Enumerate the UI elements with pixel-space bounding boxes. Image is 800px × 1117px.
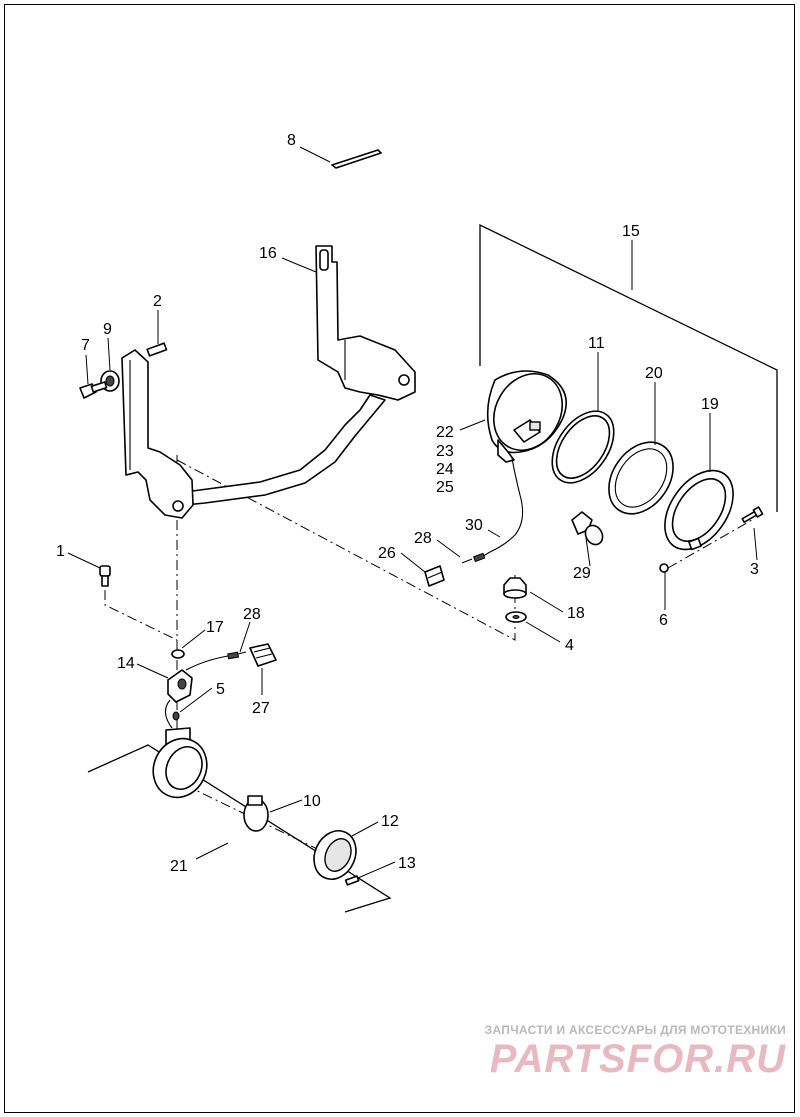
- part-29-bulb: [571, 511, 604, 546]
- callout-26: 26: [378, 545, 396, 562]
- callout-20: 20: [645, 365, 663, 382]
- callout-25: 25: [436, 479, 454, 496]
- group-bracket-21: [87, 744, 392, 913]
- watermark-logo: PARTSFOR.RU: [489, 1037, 786, 1081]
- callout-11: 11: [588, 335, 605, 352]
- part-28-terminal-lower: [227, 651, 247, 660]
- callout-28-upper: 28: [414, 530, 432, 547]
- callout-2: 2: [153, 293, 162, 310]
- callout-4: 4: [565, 637, 574, 654]
- callout-23: 23: [436, 443, 454, 460]
- callout-7: 7: [81, 337, 90, 354]
- part-19-trim-ring: [664, 469, 734, 551]
- part-13-screw: [344, 875, 360, 886]
- callout-16: 16: [259, 245, 277, 262]
- callout-27: 27: [252, 700, 270, 717]
- callout-30: 30: [465, 517, 483, 534]
- callout-13: 13: [398, 855, 416, 872]
- callout-3: 3: [750, 561, 759, 578]
- callout-8: 8: [287, 132, 296, 149]
- part-3-screw: [741, 506, 764, 524]
- part-4-washer: [505, 611, 527, 623]
- watermark-tagline: ЗАПЧАСТИ И АКСЕССУАРЫ ДЛЯ МОТОТЕХНИКИ: [484, 1023, 786, 1037]
- leader-lines: [67, 146, 758, 879]
- part-2-stud: [146, 342, 168, 357]
- callout-15: 15: [622, 223, 640, 240]
- part-18-mount: [503, 577, 527, 599]
- part-16-bracket: [121, 245, 416, 519]
- part-7-bolt: [79, 381, 108, 399]
- part-27-connector: [249, 643, 277, 667]
- callout-10: 10: [303, 793, 321, 810]
- part-17-grommet: [171, 649, 185, 659]
- callout-17: 17: [206, 619, 224, 636]
- callout-labels: 8 16 2 9 7 15 11 20 19 22 23 24 25 30 28…: [56, 132, 759, 875]
- part-8-pin: [331, 149, 382, 169]
- callout-18: 18: [567, 605, 585, 622]
- callout-9: 9: [103, 321, 112, 338]
- part-12-lens: [313, 830, 357, 880]
- callout-14: 14: [117, 655, 135, 672]
- part-10-bulb: [243, 795, 269, 832]
- diagram-border: [4, 4, 795, 1113]
- callout-29: 29: [573, 565, 591, 582]
- callout-21: 21: [170, 858, 188, 875]
- part-20-lens: [608, 441, 674, 515]
- callout-22: 22: [436, 424, 454, 441]
- group-bracket-15: [479, 223, 778, 512]
- callout-5: 5: [216, 681, 225, 698]
- part-1-screw: [99, 565, 111, 587]
- part-26-connector: [424, 565, 445, 587]
- callout-19: 19: [701, 396, 719, 413]
- callout-6: 6: [659, 612, 668, 629]
- callout-1: 1: [56, 543, 65, 560]
- part-22-housing: [486, 370, 567, 463]
- part-14-socket: [164, 655, 229, 729]
- part-lamp-ring: [152, 727, 208, 799]
- assembly-line-screw-1: [104, 590, 178, 641]
- part-11-gasket: [551, 410, 615, 484]
- part-30-wire: [461, 457, 524, 564]
- callout-28-lower: 28: [243, 606, 261, 623]
- assembly-line-screw-6: [667, 519, 753, 569]
- callout-12: 12: [381, 813, 399, 830]
- part-6-nut: [659, 563, 669, 573]
- callout-24: 24: [436, 461, 454, 478]
- watermark: ЗАПЧАСТИ И АКСЕССУАРЫ ДЛЯ МОТОТЕХНИКИ PA…: [485, 1023, 786, 1079]
